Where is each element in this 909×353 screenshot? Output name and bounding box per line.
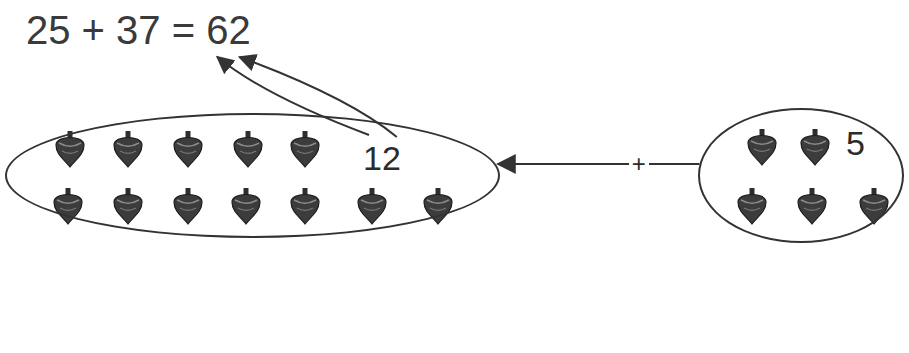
group-oval: 12 — [5, 113, 500, 238]
group-oval: 5 — [698, 108, 904, 243]
equation-title: 25 + 37 = 62 — [26, 10, 251, 50]
digit-arrow — [240, 57, 397, 137]
tops-in-small-group — [738, 129, 888, 224]
addition-arrow — [498, 163, 700, 165]
count-number: 5 — [846, 126, 865, 160]
tops-in-large-group — [54, 131, 452, 224]
digit-arrow — [217, 57, 369, 135]
count-number: 12 — [363, 141, 401, 175]
operation-sign: + — [629, 151, 649, 177]
